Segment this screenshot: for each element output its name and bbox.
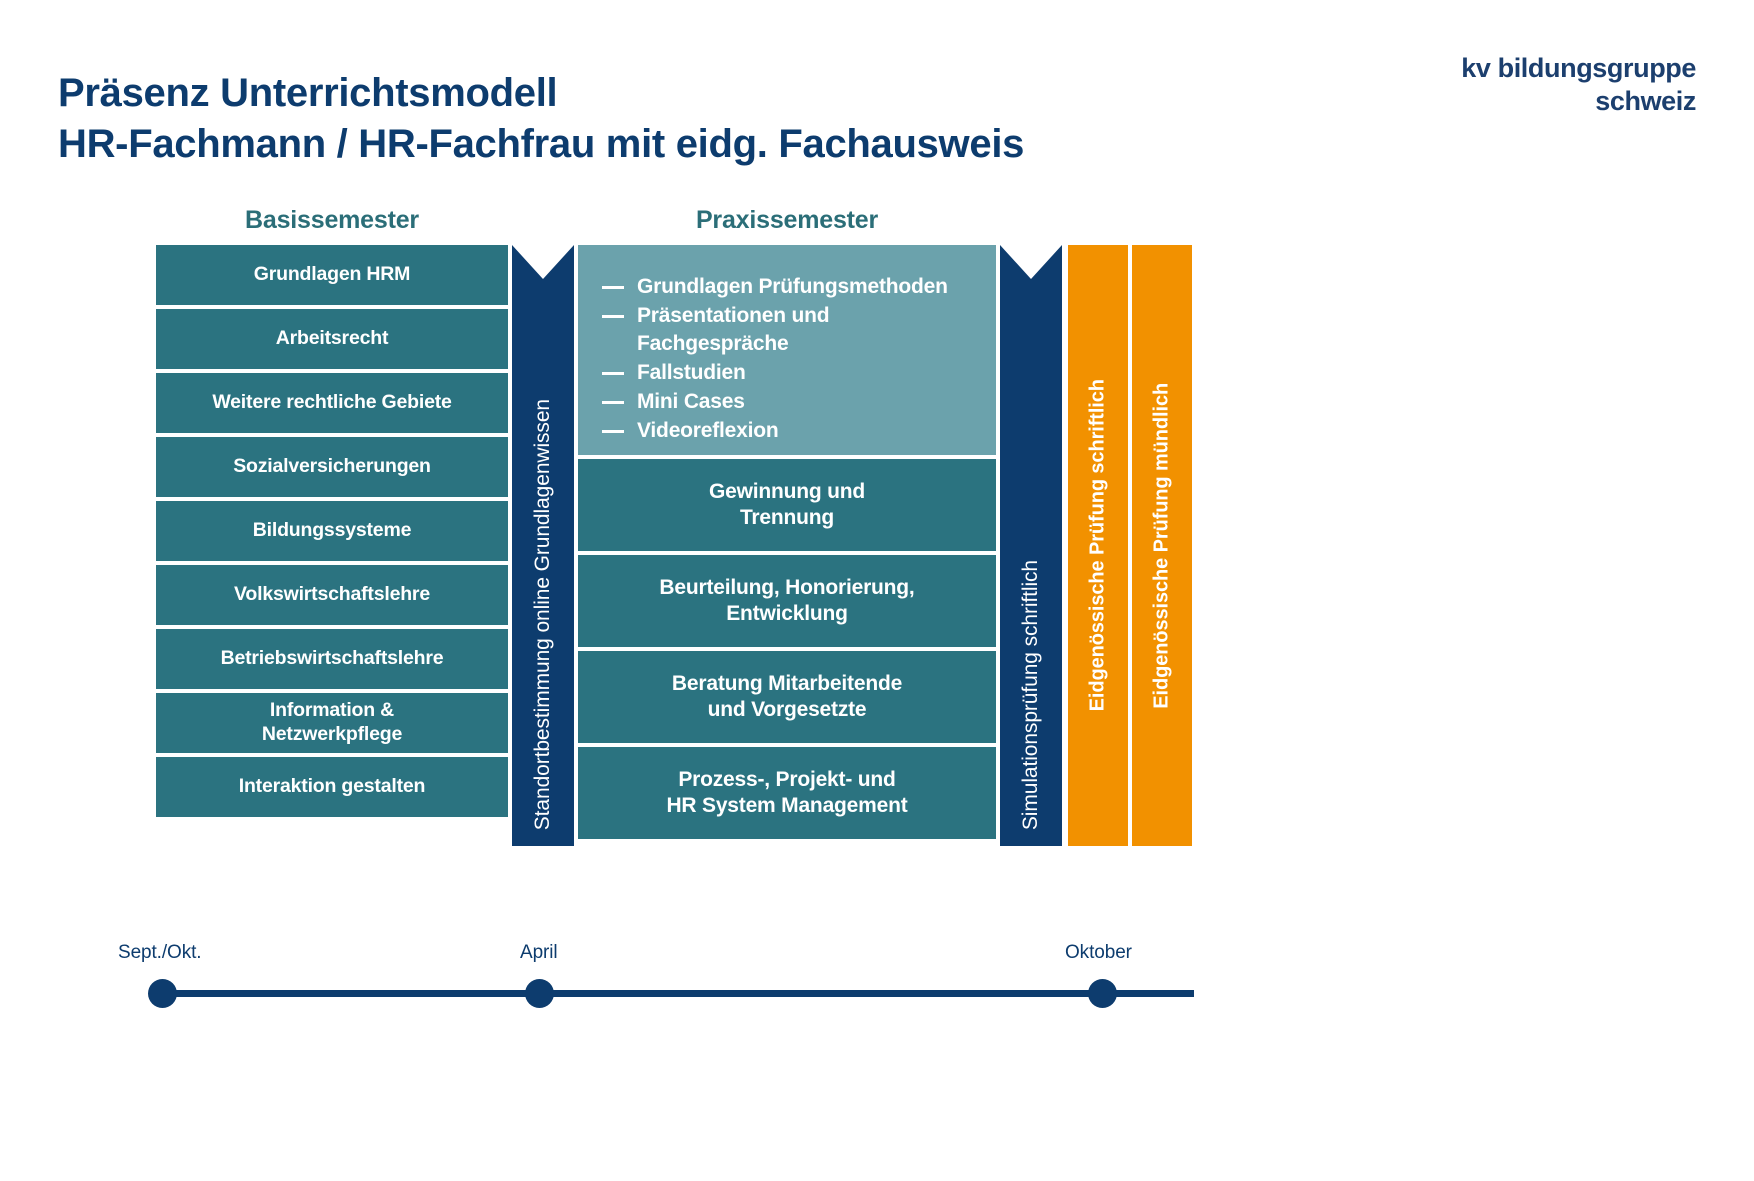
chevron-down-icon: [512, 245, 574, 279]
praxis-methods-panel: Grundlagen Prüfungsmethoden Präsentation…: [578, 245, 996, 455]
exam-column-muendlich[interactable]: Eidgenössische Prüfung mündlich: [1132, 245, 1192, 846]
timeline-label: Sept./Okt.: [118, 942, 202, 963]
timeline-dot: [525, 979, 554, 1008]
exam-bar: Eidgenössische Prüfung mündlich: [1132, 245, 1192, 846]
module-block[interactable]: Interaktion gestalten: [156, 757, 508, 817]
column-header-praxissemester: Praxissemester: [695, 206, 879, 234]
module-block[interactable]: Information & Netzwerkpflege: [156, 693, 508, 753]
chevron-down-icon: [1000, 245, 1062, 279]
brand-logo: kv bildungsgruppe schweiz: [1461, 52, 1696, 118]
milestone-simulationspruefung[interactable]: Simulationsprüfung schriftlich: [1000, 245, 1062, 846]
logo-line-2: schweiz: [1595, 85, 1696, 116]
dash-bullet-icon: [602, 286, 624, 289]
dash-bullet-icon: [602, 429, 624, 433]
column-basissemester: Grundlagen HRM Arbeitsrecht Weitere rech…: [156, 245, 508, 821]
arrow-column: Standortbestimmung online Grundlagenwiss…: [512, 245, 574, 846]
module-block[interactable]: Beurteilung, Honorierung, Entwicklung: [578, 555, 996, 647]
timeline-dot: [148, 979, 177, 1008]
dash-bullet-icon: [602, 314, 624, 318]
list-item-label: Fallstudien: [637, 360, 746, 384]
list-item-label: Präsentationen und Fachgespräche: [637, 303, 830, 355]
exam-column-schriftlich[interactable]: Eidgenössische Prüfung schriftlich: [1068, 245, 1128, 846]
module-block[interactable]: Arbeitsrecht: [156, 309, 508, 369]
timeline-dot: [1088, 979, 1117, 1008]
page-header: Präsenz Unterrichtsmodell HR-Fachmann / …: [0, 0, 1754, 190]
list-item: Fallstudien: [602, 359, 970, 387]
milestone-label: Simulationsprüfung schriftlich: [1019, 559, 1042, 830]
module-block[interactable]: Grundlagen HRM: [156, 245, 508, 305]
module-block[interactable]: Volkswirtschaftslehre: [156, 565, 508, 625]
module-block[interactable]: Beratung Mitarbeitende und Vorgesetzte: [578, 651, 996, 743]
logo-line-1: kv bildungsgruppe: [1461, 53, 1696, 83]
module-block[interactable]: Weitere rechtliche Gebiete: [156, 373, 508, 433]
list-item: Präsentationen und Fachgespräche: [602, 302, 970, 358]
page-title: Präsenz Unterrichtsmodell HR-Fachmann / …: [58, 71, 1025, 167]
milestone-label: Standortbestimmung online Grundlagenwiss…: [531, 398, 554, 830]
list-item: Grundlagen Prüfungsmethoden: [602, 273, 970, 301]
module-block[interactable]: Gewinnung und Trennung: [578, 459, 996, 551]
module-block[interactable]: Prozess-, Projekt- und HR System Managem…: [578, 747, 996, 839]
column-praxissemester: Grundlagen Prüfungsmethoden Präsentation…: [578, 245, 996, 843]
list-item: Videoreflexion: [602, 417, 970, 445]
list-item: Mini Cases: [602, 388, 970, 416]
arrow-column: Simulationsprüfung schriftlich: [1000, 245, 1062, 846]
module-block[interactable]: Bildungssysteme: [156, 501, 508, 561]
timeline-axis: [157, 990, 1194, 997]
list-item-label: Videoreflexion: [637, 418, 779, 442]
exam-label: Eidgenössische Prüfung schriftlich: [1086, 379, 1109, 712]
timeline-label: Oktober: [1065, 942, 1132, 963]
list-item-label: Mini Cases: [637, 389, 745, 413]
timeline: Sept./Okt. April Oktober: [0, 942, 1754, 1030]
curriculum-diagram: Basissemester Praxissemester Grundlagen …: [0, 190, 1754, 950]
exam-bar: Eidgenössische Prüfung schriftlich: [1068, 245, 1128, 846]
list-item-label: Grundlagen Prüfungsmethoden: [637, 275, 948, 298]
timeline-label: April: [520, 942, 558, 963]
module-block[interactable]: Betriebswirtschaftslehre: [156, 629, 508, 689]
milestone-standortbestimmung[interactable]: Standortbestimmung online Grundlagenwiss…: [512, 245, 574, 846]
dash-bullet-icon: [602, 371, 624, 375]
dash-bullet-icon: [602, 400, 624, 404]
module-block[interactable]: Sozialversicherungen: [156, 437, 508, 497]
exam-label: Eidgenössische Prüfung mündlich: [1150, 382, 1173, 709]
column-header-basissemester: Basissemester: [245, 206, 419, 234]
